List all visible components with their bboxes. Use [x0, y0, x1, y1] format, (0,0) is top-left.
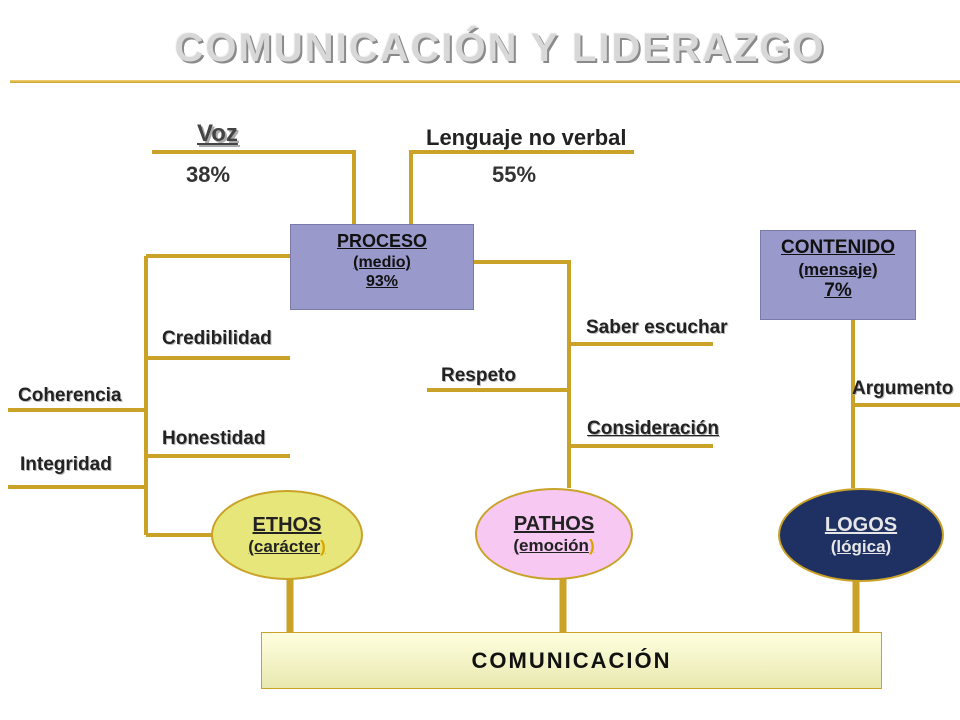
contenido-sub: (mensaje)	[798, 259, 878, 279]
ethos-ellipse: ETHOS (carácter)	[211, 490, 363, 580]
honestidad-label: Honestidad	[162, 428, 266, 449]
ethos-sub: (carácter	[248, 536, 321, 556]
proceso-title: PROCESO	[336, 231, 428, 251]
proceso-sub: (medio)	[353, 253, 411, 271]
ethos-title: ETHOS	[252, 513, 322, 536]
saber-escuchar-label: Saber escuchar	[586, 317, 728, 338]
voz-label: Voz	[197, 120, 238, 147]
respeto-label: Respeto	[441, 365, 516, 386]
logos-ellipse: LOGOS (lógica)	[778, 488, 944, 582]
ethos-paren: )	[320, 536, 326, 556]
logos-title: LOGOS	[824, 513, 898, 536]
coherencia-label: Coherencia	[18, 385, 122, 406]
contenido-title: CONTENIDO	[781, 237, 895, 258]
comunicacion-label: COMUNICACIÓN	[471, 647, 672, 673]
comunicacion-bar: COMUNICACIÓN	[261, 632, 882, 689]
proceso-box: PROCESO (medio) 93%	[290, 224, 474, 310]
proceso-to-pathos	[474, 260, 571, 488]
pathos-sub: (emoción	[513, 535, 589, 555]
contenido-box: CONTENIDO (mensaje) 7%	[760, 230, 916, 320]
pathos-paren: )	[588, 535, 595, 555]
integridad-label: Integridad	[20, 454, 112, 475]
pathos-title: PATHOS	[513, 512, 595, 535]
logos-sub: (lógica)	[830, 536, 892, 556]
title-divider	[10, 80, 960, 83]
lenguaje-label: Lenguaje no verbal	[426, 125, 627, 150]
lenguaje-percent: 55%	[492, 162, 537, 187]
voz-percent: 38%	[186, 162, 231, 187]
lenguaje-connector	[409, 150, 634, 224]
page-title: COMUNICACIÓN Y LIDERAZGO	[174, 26, 826, 70]
proceso-percent: 93%	[365, 272, 399, 290]
voz-connector	[152, 150, 356, 224]
credibilidad-label: Credibilidad	[162, 328, 272, 349]
contenido-percent: 7%	[824, 280, 852, 302]
argumento-label: Argumento	[852, 378, 954, 399]
consideracion-label: Consideración	[587, 418, 719, 439]
pathos-ellipse: PATHOS (emoción)	[475, 488, 633, 580]
